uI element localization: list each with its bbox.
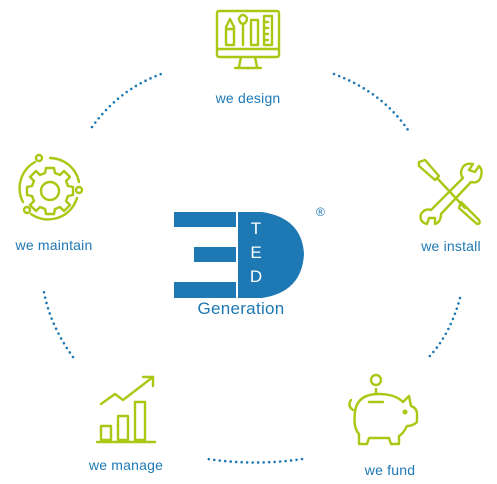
arc-fund-to-manage	[206, 457, 304, 464]
ted-logo-mark	[174, 212, 304, 298]
design-tools-monitor-icon	[215, 9, 281, 70]
step-label-design: we design	[215, 90, 281, 106]
step-label-fund: we fund	[364, 462, 416, 478]
logo-caption: Generation	[197, 299, 285, 318]
gear-icon	[18, 153, 84, 221]
arc-manage-to-maintain	[42, 290, 75, 359]
step-label-manage: we manage	[88, 457, 164, 473]
growth-chart-icon	[95, 375, 157, 444]
logo-letter-t: T	[250, 219, 262, 238]
step-label-install: we install	[421, 238, 481, 254]
step-label-maintain: we maintain	[15, 237, 93, 253]
arc-maintain-to-design	[90, 71, 166, 129]
arc-design-to-install	[332, 72, 410, 132]
logo-letter-d: D	[249, 267, 263, 286]
arc-install-to-fund	[426, 296, 462, 360]
registered-mark: ®	[316, 205, 325, 219]
logo-letter-e: E	[250, 243, 262, 262]
screwdriver-wrench-icon	[417, 158, 483, 226]
piggy-bank-icon	[348, 373, 419, 446]
